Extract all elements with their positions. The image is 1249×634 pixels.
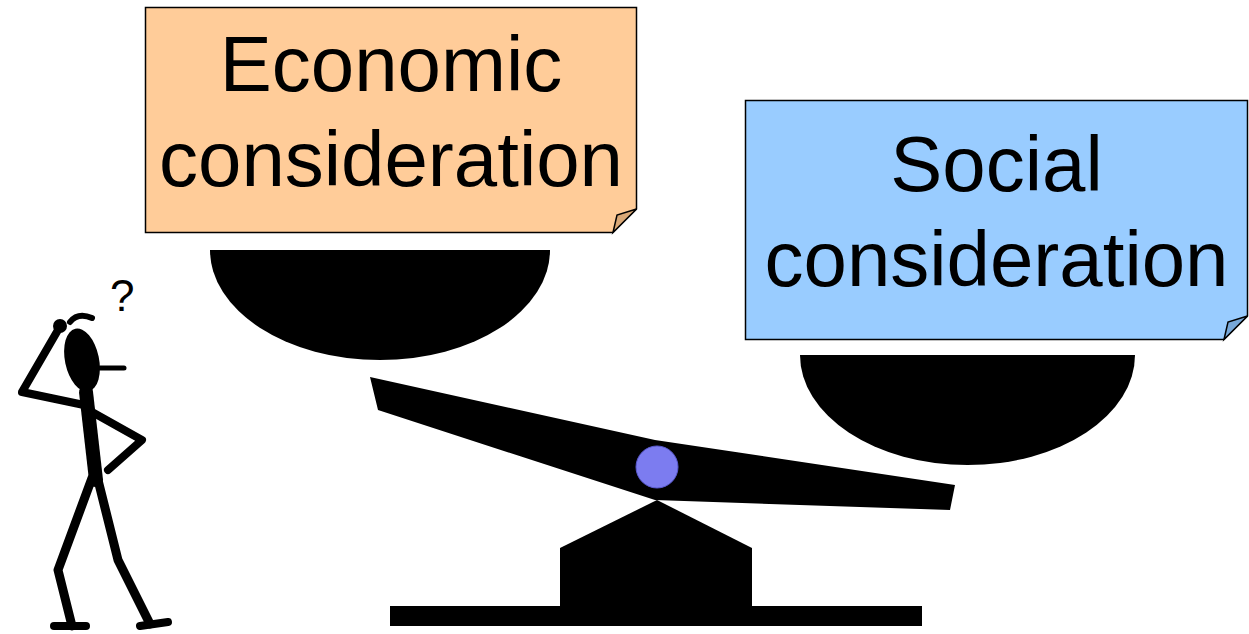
- pivot-dot: [636, 446, 678, 488]
- note-fold: [1224, 316, 1248, 340]
- sticky-note: Economic consideration: [145, 7, 637, 233]
- sticky-note: Social consideration: [745, 100, 1248, 340]
- note-text: Social consideration: [753, 117, 1240, 307]
- question-mark: ?: [110, 274, 134, 318]
- note-body: [746, 101, 1248, 340]
- note-body: [146, 8, 637, 233]
- scale-base: [390, 606, 922, 626]
- scale-pan: [210, 250, 550, 360]
- note-fold: [613, 209, 637, 233]
- thinking-figure: [22, 316, 168, 626]
- scale-pan: [800, 355, 1135, 465]
- scale-beam: [370, 377, 955, 510]
- scale-stand: [560, 500, 752, 612]
- note-text: Economic consideration: [153, 17, 629, 207]
